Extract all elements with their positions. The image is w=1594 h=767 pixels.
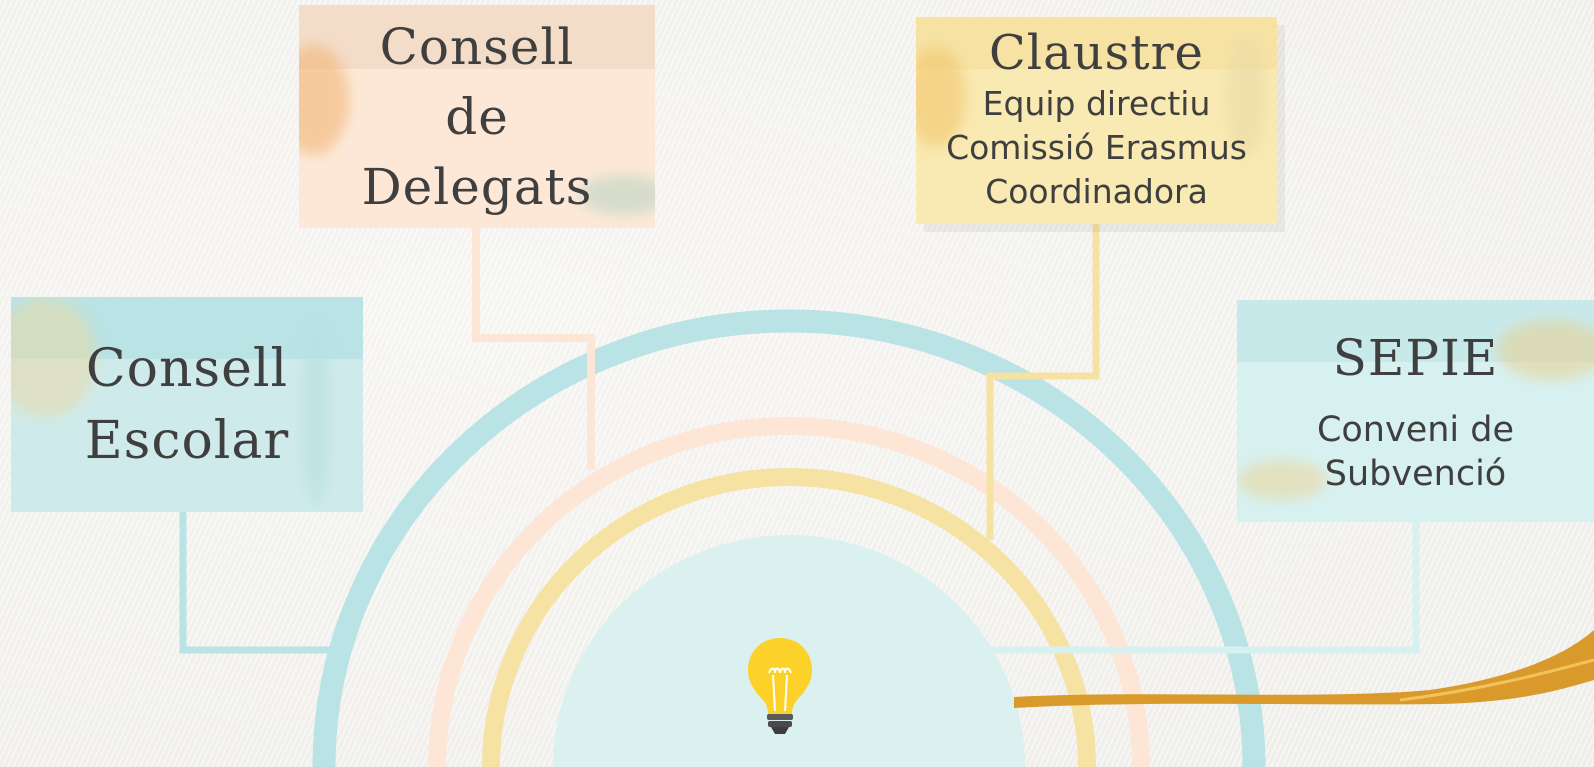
node-title-line: Escolar — [84, 410, 290, 471]
node-consell-delegats: Consell de Delegats — [299, 5, 655, 228]
node-title-line: de — [445, 87, 509, 146]
connector-consell-escolar — [179, 512, 330, 654]
node-sepie: SEPIE Conveni de Subvenció — [1237, 300, 1594, 522]
paint-splash — [1497, 320, 1594, 380]
gold-ribbon — [1014, 630, 1594, 708]
paint-splash — [1237, 460, 1327, 500]
node-title-line: Consell — [85, 338, 289, 399]
paint-splash — [916, 47, 966, 147]
node-line: Subvenció — [1324, 454, 1507, 494]
node-title: SEPIE — [1332, 329, 1499, 387]
card-band — [916, 17, 1277, 69]
node-line: Comissió Erasmus — [946, 127, 1247, 167]
paint-splash — [301, 327, 331, 507]
yellow-arc — [482, 468, 1096, 767]
connector-claustre — [986, 224, 1100, 540]
paint-splash — [1226, 37, 1266, 157]
gold-ribbon-highlight — [1399, 658, 1594, 702]
lightbulb-icon — [748, 638, 812, 734]
node-line: Conveni de — [1316, 410, 1515, 450]
connector-consell-delegats — [472, 228, 595, 470]
node-title: Claustre — [989, 24, 1204, 81]
connector-sepie — [990, 522, 1420, 654]
node-title-line: Consell — [379, 17, 575, 76]
card-band — [299, 5, 655, 69]
outer-teal-arc — [312, 309, 1266, 767]
node-title-line: Delegats — [361, 157, 593, 216]
node-line: Equip directiu — [982, 83, 1211, 123]
node-claustre: Claustre Equip directiu Comissió Erasmus… — [916, 17, 1277, 224]
paint-splash — [579, 175, 655, 215]
paint-splash — [11, 297, 96, 417]
peach-arc — [428, 417, 1150, 767]
node-line: Coordinadora — [985, 171, 1208, 211]
node-consell-escolar: Consell Escolar — [11, 297, 363, 512]
